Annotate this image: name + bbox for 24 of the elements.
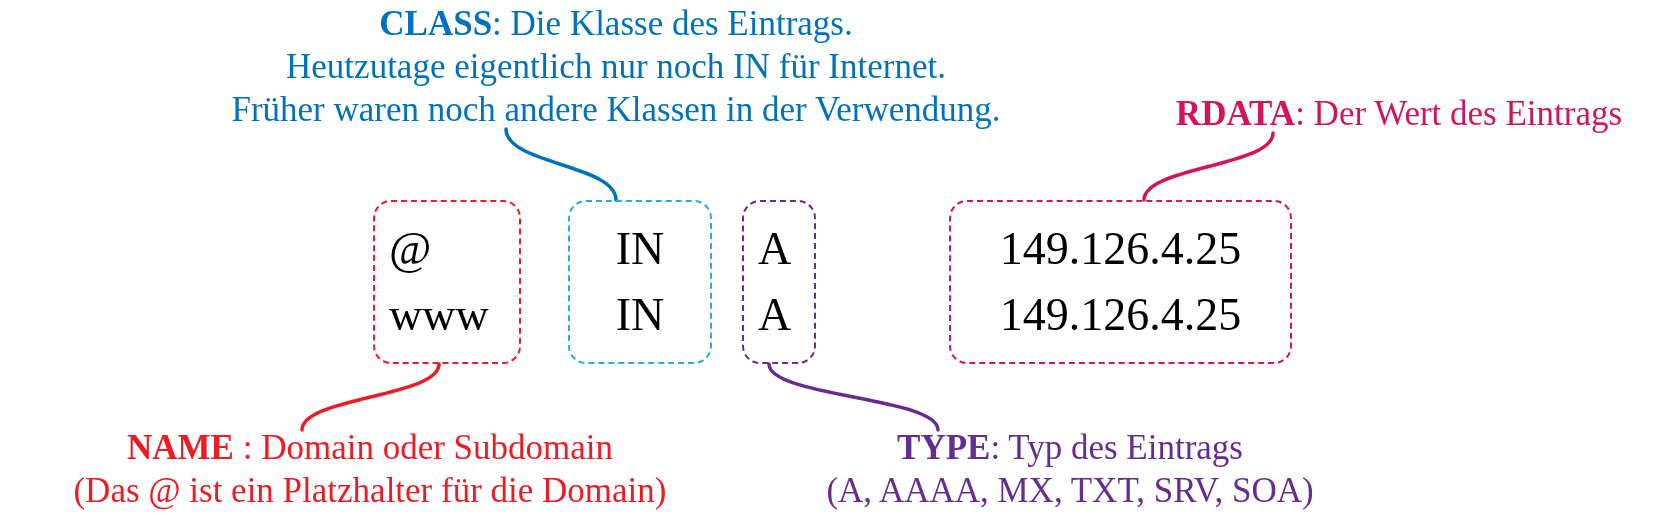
- annotation-text: Früher waren noch andere Klassen in der Verwendung.: [231, 89, 1001, 131]
- annotation-text: RDATA: Der Wert des Eintrags: [1175, 93, 1623, 135]
- dashed-record-box: [949, 200, 1292, 364]
- annotation-text: (Das @ ist ein Platzhalter für die Domain): [73, 470, 667, 512]
- record-field-value: 149.126.4.25: [998, 288, 1243, 342]
- record-field-value: @: [389, 222, 433, 276]
- record-field-value: A: [758, 222, 793, 276]
- dashed-record-box: [568, 200, 712, 364]
- leader-line: [767, 362, 940, 432]
- leader-line: [1142, 131, 1275, 202]
- annotation-text: Heutzutage eigentlich nur noch IN für Internet.: [286, 46, 946, 88]
- record-field-value: IN: [614, 222, 666, 276]
- annotation-text: CLASS: Die Klasse des Eintrags.: [379, 3, 853, 45]
- dashed-record-box: [373, 200, 521, 364]
- leader-line: [300, 362, 441, 432]
- record-field-value: IN: [614, 288, 666, 342]
- record-field-value: www: [389, 288, 490, 342]
- annotation-text: NAME : Domain oder Subdomain: [126, 427, 614, 469]
- dashed-record-box: [742, 200, 816, 364]
- record-field-value: 149.126.4.25: [998, 222, 1243, 276]
- leader-line: [504, 127, 618, 202]
- annotation-text: TYPE: Typ des Eintrags: [897, 427, 1243, 469]
- annotation-text: (A, AAAA, MX, TXT, SRV, SOA): [826, 470, 1314, 512]
- record-field-value: A: [758, 288, 793, 342]
